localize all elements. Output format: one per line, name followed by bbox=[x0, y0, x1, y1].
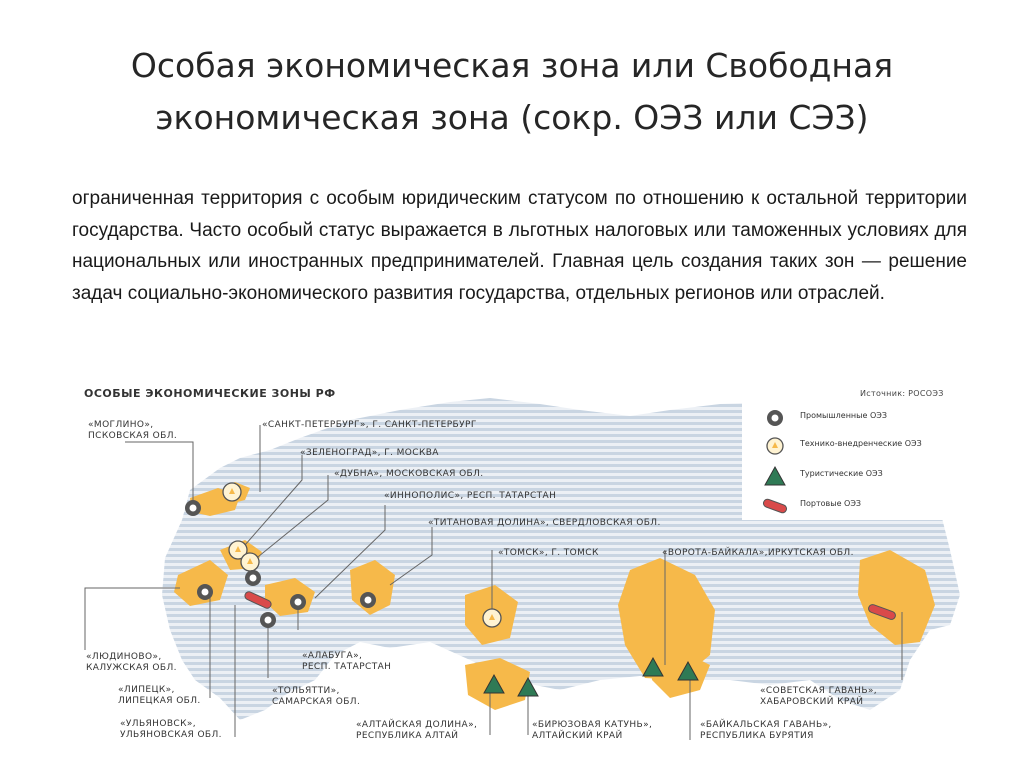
tent-icon bbox=[677, 660, 699, 681]
label-ulyanovsk: «УЛЬЯНОВСК»,УЛЬЯНОВСКАЯ ОБЛ. bbox=[120, 719, 222, 740]
map-legend: Промышленные ОЭЗ Технико-внедренческие О… bbox=[742, 400, 967, 520]
legend-label: Промышленные ОЭЗ bbox=[800, 411, 887, 420]
leader-lines bbox=[84, 425, 903, 740]
label-moglino: «МОГЛИНО»,ПСКОВСКАЯ ОБЛ. bbox=[88, 420, 178, 441]
legend-label: Технико-внедренческие ОЭЗ bbox=[800, 439, 922, 448]
label-biryuzovaya: «БИРЮЗОВАЯ КАТУНЬ»,АЛТАЙСКИЙ КРАЙ bbox=[532, 720, 653, 741]
leader-innopolis bbox=[314, 505, 386, 599]
tent-icon bbox=[517, 676, 539, 697]
tent-icon bbox=[642, 656, 664, 677]
map-source: Источник: РОСОЭЗ bbox=[860, 389, 944, 398]
gear-icon bbox=[767, 410, 783, 426]
gear-icon bbox=[260, 612, 276, 628]
gear-icon bbox=[290, 594, 306, 610]
definition-paragraph: ограниченная территория с особым юридиче… bbox=[72, 188, 967, 304]
region-irkutsk bbox=[618, 558, 715, 680]
legend-item-port: Портовые ОЭЗ bbox=[742, 492, 967, 518]
leader-zelenograd bbox=[244, 455, 303, 546]
ship-icon bbox=[762, 498, 788, 514]
ship-icon bbox=[244, 591, 272, 609]
slide-title-line1: Особая экономическая зона или Свободная bbox=[130, 46, 894, 85]
gear-icon bbox=[360, 592, 376, 608]
ship-icon bbox=[868, 604, 896, 620]
legend-item-technical: Технико-внедренческие ОЭЗ bbox=[742, 432, 967, 458]
label-dubna: «ДУБНА», МОСКОВСКАЯ ОБЛ. bbox=[334, 469, 484, 479]
leader-dubna bbox=[247, 475, 329, 566]
label-altai-valley: «АЛТАЙСКАЯ ДОЛИНА»,РЕСПУБЛИКА АЛТАЙ bbox=[356, 720, 478, 741]
label-baikal-harbor: «БАЙКАЛЬСКАЯ ГАВАНЬ»,РЕСПУБЛИКА БУРЯТИЯ bbox=[700, 720, 832, 741]
label-titan: «ТИТАНОВАЯ ДОЛИНА», СВЕРДЛОВСКАЯ ОБЛ. bbox=[428, 518, 661, 528]
gear-icon bbox=[197, 584, 213, 600]
tent-icon bbox=[764, 465, 786, 486]
lightbulb-icon bbox=[228, 540, 248, 560]
slide-title: Особая экономическая зона или Свободная … bbox=[40, 40, 984, 144]
legend-item-tourist: Туристические ОЭЗ bbox=[742, 462, 967, 488]
lightbulb-icon bbox=[222, 482, 242, 502]
label-alabuga: «АЛАБУГА»,РЕСП. ТАТАРСТАН bbox=[302, 651, 392, 672]
region-central bbox=[174, 560, 228, 606]
slide-title-line2: экономическая зона (сокр. ОЭЗ или СЭЗ) bbox=[155, 98, 869, 137]
legend-label: Портовые ОЭЗ bbox=[800, 499, 862, 508]
label-sovgavan: «СОВЕТСКАЯ ГАВАНЬ»,ХАБАРОВСКИЙ КРАЙ bbox=[760, 686, 878, 707]
label-lipetsk: «ЛИПЕЦК»,ЛИПЕЦКАЯ ОБЛ. bbox=[118, 685, 201, 706]
label-baikal-gate: «ВОРОТА-БАЙКАЛА»,ИРКУТСКАЯ ОБЛ. bbox=[662, 548, 854, 558]
lightbulb-icon bbox=[240, 552, 260, 572]
label-togliatti: «ТОЛЬЯТТИ»,САМАРСКАЯ ОБЛ. bbox=[272, 686, 361, 707]
label-lyudinovo: «ЛЮДИНОВО»,КАЛУЖСКАЯ ОБЛ. bbox=[86, 652, 177, 673]
label-innopolis: «ИННОПОЛИС», РЕСП. ТАТАРСТАН bbox=[384, 491, 557, 501]
leader-lyudinovo bbox=[84, 587, 180, 650]
lightbulb-icon bbox=[766, 437, 784, 455]
gear-icon bbox=[245, 570, 261, 586]
leader-moglino bbox=[125, 441, 194, 505]
label-tomsk: «ТОМСК», Г. ТОМСК bbox=[498, 548, 599, 558]
map-title: ОСОБЫЕ ЭКОНОМИЧЕСКИЕ ЗОНЫ РФ bbox=[84, 387, 336, 400]
legend-item-industrial: Промышленные ОЭЗ bbox=[742, 404, 967, 430]
tent-icon bbox=[483, 673, 505, 694]
zone-icons bbox=[185, 482, 896, 697]
legend-label: Туристические ОЭЗ bbox=[800, 469, 883, 478]
lightbulb-icon bbox=[482, 608, 502, 628]
leader-titan bbox=[389, 527, 433, 586]
label-zelenograd: «ЗЕЛЕНОГРАД», Г. МОСКВА bbox=[300, 448, 439, 458]
region-khabarovsk bbox=[858, 550, 935, 645]
label-spb: «САНКТ-ПЕТЕРБУРГ», Г. САНКТ-ПЕТЕРБУРГ bbox=[262, 420, 477, 430]
gear-icon bbox=[185, 500, 201, 516]
